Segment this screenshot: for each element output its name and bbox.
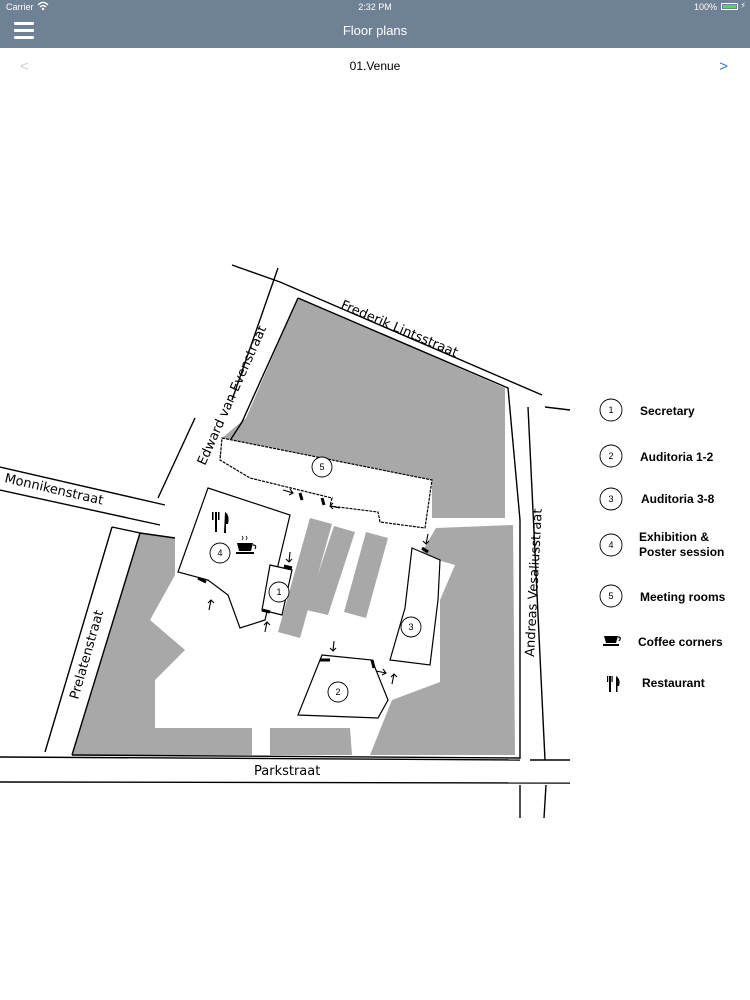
legend: 1 2 3 4 5 Secretary Auditoria 1-2 Audito… — [599, 398, 726, 692]
room-marker-2 — [327, 681, 349, 703]
legend-label-exhibition: Exhibition & — [639, 530, 709, 544]
arrow-icon — [375, 668, 387, 676]
room-marker-3 — [400, 616, 422, 638]
arrow-icon — [207, 599, 215, 611]
legend-label-meeting-rooms: Meeting rooms — [640, 590, 726, 604]
hamburger-menu-icon[interactable] — [14, 22, 34, 40]
arrow-icon — [329, 640, 337, 652]
fork-knife-icon — [212, 512, 229, 533]
building-3 — [389, 547, 441, 666]
street-andreas: Andreas Vesaliusstraat — [523, 508, 546, 657]
room-number-1: 1 — [276, 587, 281, 597]
page-title: Floor plans — [342, 23, 408, 38]
fork-knife-icon — [607, 676, 620, 692]
building-5 — [219, 437, 433, 529]
clock: 2:32 PM — [358, 2, 392, 12]
legend-label-coffee-corners: Coffee corners — [638, 635, 723, 649]
arrow-icon — [390, 673, 398, 685]
wifi-icon — [37, 1, 49, 11]
arrow-icon — [282, 488, 294, 496]
legend-label-secretary: Secretary — [640, 404, 695, 418]
street-monniken: Monnikenstraat — [3, 471, 105, 508]
legend-label-auditoria-3-8: Auditoria 3-8 — [641, 492, 715, 506]
block-southeast — [370, 525, 515, 755]
block-parkstraat-middle — [270, 728, 352, 755]
room-markers[interactable] — [209, 456, 422, 703]
room-number-2: 2 — [335, 687, 340, 697]
block-southwest — [72, 533, 252, 755]
status-bar: Carrier 2:32 PM 100% ⚡ — [0, 0, 750, 14]
carrier-label: Carrier — [6, 2, 34, 12]
legend-key-1: 1 — [608, 405, 613, 415]
room-marker-1 — [268, 581, 290, 603]
arrow-icon — [329, 502, 341, 510]
door-marks — [197, 492, 429, 669]
previous-floor-button[interactable]: < — [20, 58, 29, 75]
coffee-cup-icon — [236, 535, 257, 554]
legend-label-poster-session: Poster session — [639, 545, 724, 559]
entrance-arrows — [207, 488, 430, 685]
arrow-icon — [422, 533, 430, 545]
room-marker-5 — [311, 456, 333, 478]
block-strip-1 — [278, 518, 332, 638]
next-floor-button[interactable]: > — [719, 58, 728, 75]
room-number-3: 3 — [408, 622, 413, 632]
building-blocks — [72, 298, 515, 755]
room-numbers: 5 4 1 3 2 — [217, 462, 413, 697]
street-park: Parkstraat — [254, 764, 320, 779]
legend-circles — [599, 398, 623, 608]
legend-label-auditoria-1-2: Auditoria 1-2 — [640, 450, 714, 464]
legend-key-2: 2 — [608, 451, 613, 461]
legend-key-3: 3 — [608, 494, 613, 504]
arrow-icon — [285, 551, 293, 563]
floor-title: 01.Venue — [349, 59, 401, 73]
block-strip-2 — [306, 526, 355, 615]
legend-key-4: 4 — [608, 540, 613, 550]
battery-percent: 100% — [693, 2, 717, 12]
street-lines — [0, 264, 571, 819]
floor-selector: < 01.Venue > — [0, 48, 750, 84]
building-4 — [177, 487, 291, 629]
room-number-5: 5 — [319, 462, 324, 472]
room-marker-4 — [209, 542, 231, 564]
battery-icon — [721, 3, 738, 10]
charging-icon: ⚡ — [740, 1, 746, 10]
nav-bar: Floor plans — [0, 14, 750, 48]
legend-label-restaurant: Restaurant — [642, 676, 705, 690]
block-strip-3 — [344, 532, 388, 618]
venue-map[interactable]: 5 4 1 3 2 — [0, 250, 750, 820]
room-number-4: 4 — [217, 548, 222, 558]
coffee-cup-icon — [603, 636, 621, 646]
arrow-icon — [263, 621, 271, 633]
legend-key-5: 5 — [608, 591, 613, 601]
block-north — [222, 298, 505, 518]
